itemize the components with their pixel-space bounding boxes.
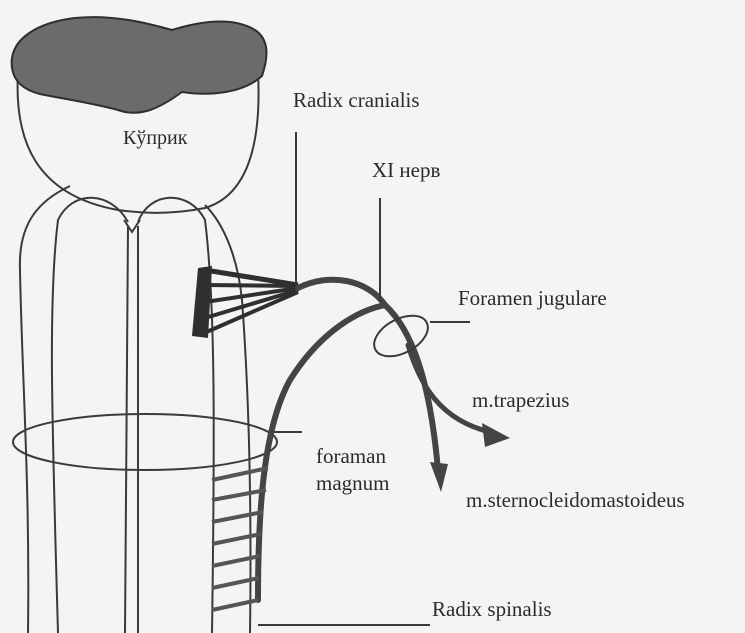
label-foramen-jugulare: Foramen jugulare — [458, 285, 607, 311]
spinal-rootlet — [212, 490, 266, 500]
midline-left — [125, 226, 128, 633]
spinal-rootlet — [212, 578, 259, 588]
sternocleidomastoideus-arrowhead — [430, 462, 448, 492]
cranial-roots — [192, 266, 298, 338]
accessory-nerve — [258, 280, 490, 600]
spinal-rootlet — [212, 556, 260, 566]
label-foraman-magnum-line1: foraman — [316, 443, 390, 470]
label-radix-spinalis: Radix spinalis — [432, 596, 552, 622]
label-radix-cranialis: Radix cranialis — [293, 87, 420, 113]
spinal-rootlet — [212, 534, 261, 544]
pons-top-surface — [12, 17, 267, 113]
foramen-jugulare-ring — [367, 307, 434, 364]
spinal-rootlet — [212, 468, 268, 480]
rootlet-2 — [205, 285, 298, 286]
label-pons: Кўприк — [123, 126, 187, 151]
cranial-root-arc — [298, 280, 385, 305]
label-xi-nerve: XI нерв — [372, 157, 440, 183]
label-foraman-magnum-line2: magnum — [316, 470, 390, 497]
spinal-rootlet — [212, 512, 263, 522]
label-foraman-magnum: foraman magnum — [316, 443, 390, 498]
label-m-trapezius: m.trapezius — [472, 387, 569, 413]
rootlet-1 — [205, 270, 298, 285]
pons — [12, 17, 267, 213]
nerve-trunk-main — [385, 305, 438, 470]
trapezius-arrowhead — [482, 423, 510, 447]
label-m-sternocleidomastoideus: m.sternocleidomastoideus — [466, 487, 685, 513]
medulla-outline-left — [20, 186, 70, 633]
